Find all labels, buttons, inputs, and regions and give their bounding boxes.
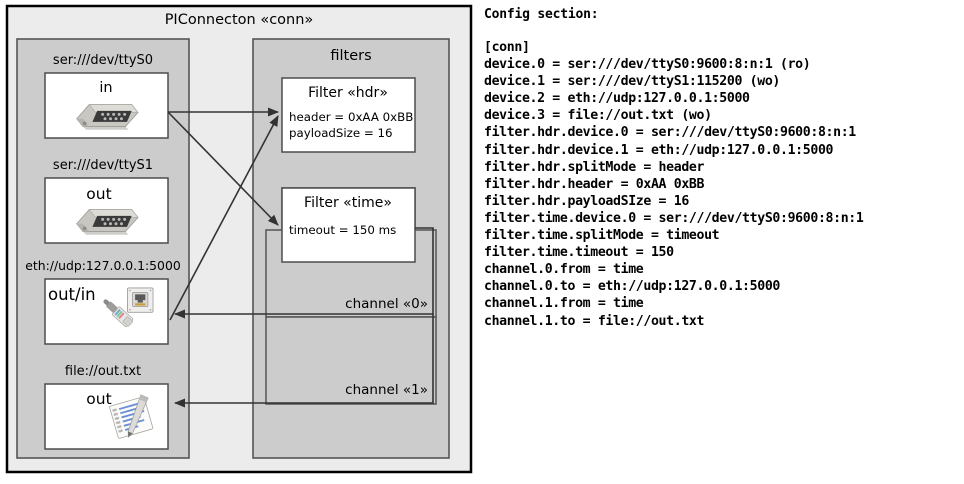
device-item-ethernet[interactable]: eth://udp:127.0.0.1:5000 out/in: [25, 258, 181, 345]
config-text: [conn] device.0 = ser:///dev/ttyS0:9600:…: [484, 40, 864, 329]
channel-1[interactable]: channel «1»: [265, 316, 437, 405]
filter-time-title-overlay: Filter «time»: [304, 195, 392, 211]
device-item-file[interactable]: file://out.txt out: [44, 364, 169, 450]
device-caption-file: file://out.txt: [65, 364, 141, 379]
channel-1-label: channel «1»: [345, 382, 428, 398]
device-label-file: out: [86, 390, 111, 408]
device-caption-ethernet: eth://udp:127.0.0.1:5000: [25, 258, 181, 273]
arrow-channel0-to-ethernet: [174, 227, 434, 319]
arrow-serial0-to-time: [167, 111, 279, 226]
arrow-channel1-to-file: [174, 314, 434, 408]
device-item-serial0[interactable]: ser:///dev/ttyS0 in: [44, 53, 169, 139]
device-label-serial1: out: [86, 185, 111, 203]
device-label-ethernet: out/in: [48, 285, 96, 304]
filter-hdr[interactable]: Filter «hdr» header = 0xAA 0xBB payloadS…: [281, 77, 416, 153]
filter-time-overlay: Filter «time» timeout = 150 ms: [281, 187, 416, 263]
config-section: Config section: [conn] device.0 = ser://…: [484, 6, 960, 478]
diagram-title: PIConnecton «conn»: [165, 12, 314, 28]
filters-panel-title: filters: [330, 48, 371, 64]
config-heading: Config section:: [484, 7, 599, 22]
flow-arrows: [167, 107, 434, 408]
device-caption-serial1: ser:///dev/ttyS1: [53, 158, 153, 173]
device-label-serial0: in: [99, 80, 112, 96]
config-spacer: [484, 23, 960, 39]
channel-0-label: channel «0»: [345, 296, 428, 312]
device-item-serial1[interactable]: ser:///dev/ttyS1 out: [44, 158, 169, 244]
device-caption-serial0: ser:///dev/ttyS0: [53, 53, 153, 68]
filter-hdr-prop-0: header = 0xAA 0xBB: [289, 110, 413, 124]
filter-time-prop-overlay: timeout = 150 ms: [289, 223, 396, 237]
arrow-ethernet-to-hdr: [169, 115, 279, 321]
filter-hdr-prop-1: payloadSize = 16: [289, 126, 393, 140]
filter-hdr-title: Filter «hdr»: [308, 85, 388, 101]
